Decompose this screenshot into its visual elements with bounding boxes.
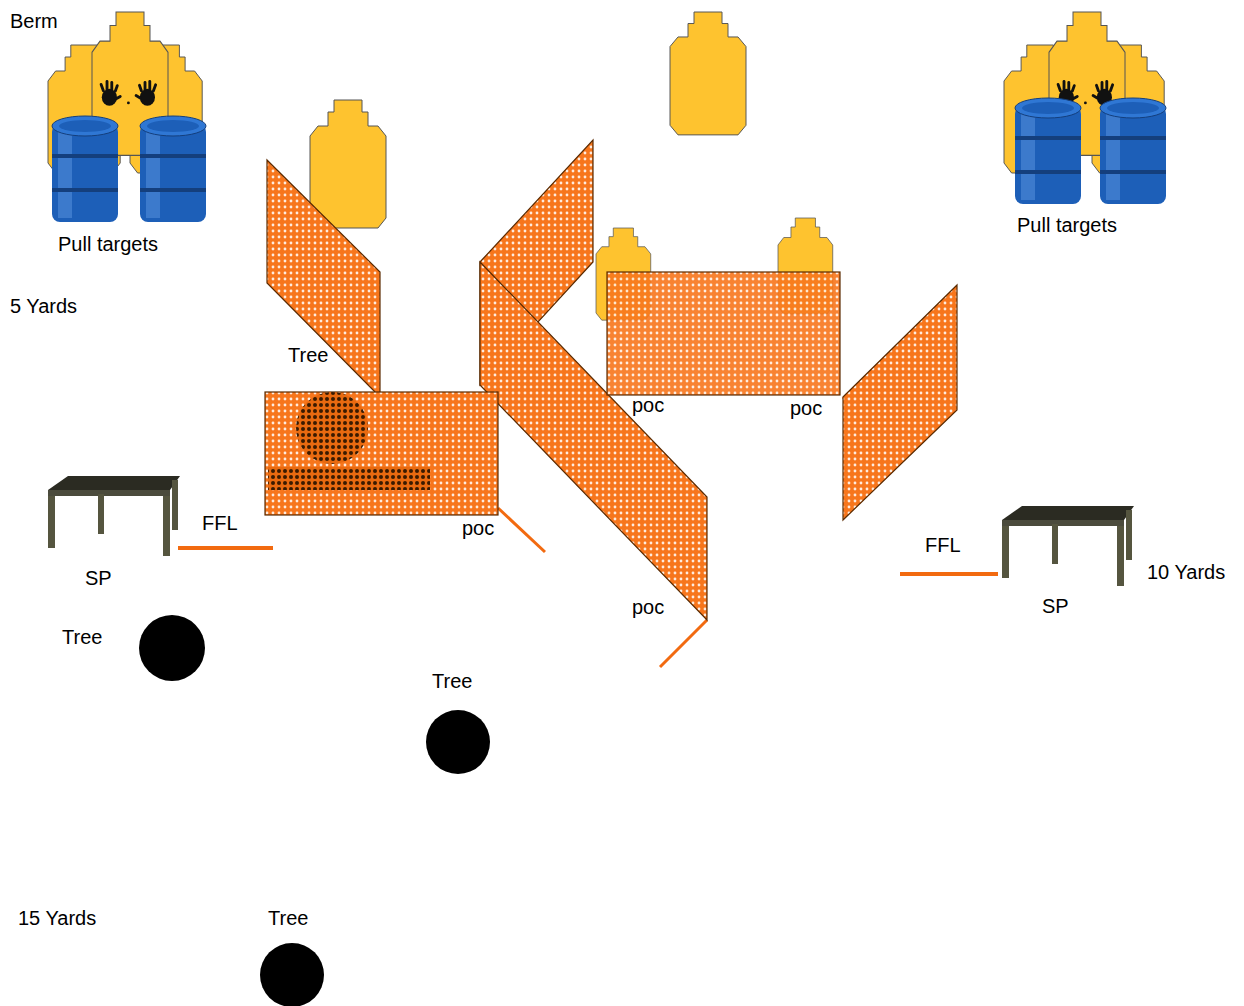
tree-marker: Tree (258, 906, 326, 1000)
pull-target-group: Pull targets (46, 10, 208, 257)
node-label: Pull targets (1017, 214, 1117, 236)
node-label: Tree (62, 626, 102, 648)
shooting-position-table: SP (46, 474, 182, 592)
tree-marker: Tree (60, 614, 208, 684)
fault-line-label: FFL (202, 512, 238, 534)
distance-label: 5 Yards (10, 295, 77, 317)
distance-label: 15 Yards (18, 907, 96, 929)
fault-line-label: FFL (925, 534, 961, 556)
tree-marker: Tree (426, 668, 492, 776)
node-label: SP (1042, 595, 1069, 617)
poc-label: poc (462, 517, 494, 539)
poc-label: poc (632, 394, 664, 416)
shooting-position-table: SP (1000, 504, 1136, 620)
node-label: Tree (432, 670, 472, 692)
node-label: Pull targets (58, 233, 158, 255)
node-label: Tree (268, 907, 308, 929)
pull-target-group: Pull targets (1000, 10, 1168, 238)
poc-label: poc (632, 596, 664, 618)
node-label: SP (85, 567, 112, 589)
distance-label: 10 Yards (1147, 561, 1225, 583)
poc-label: poc (790, 397, 822, 419)
range-label: Berm (10, 10, 58, 32)
tree-label: Tree (288, 344, 328, 366)
